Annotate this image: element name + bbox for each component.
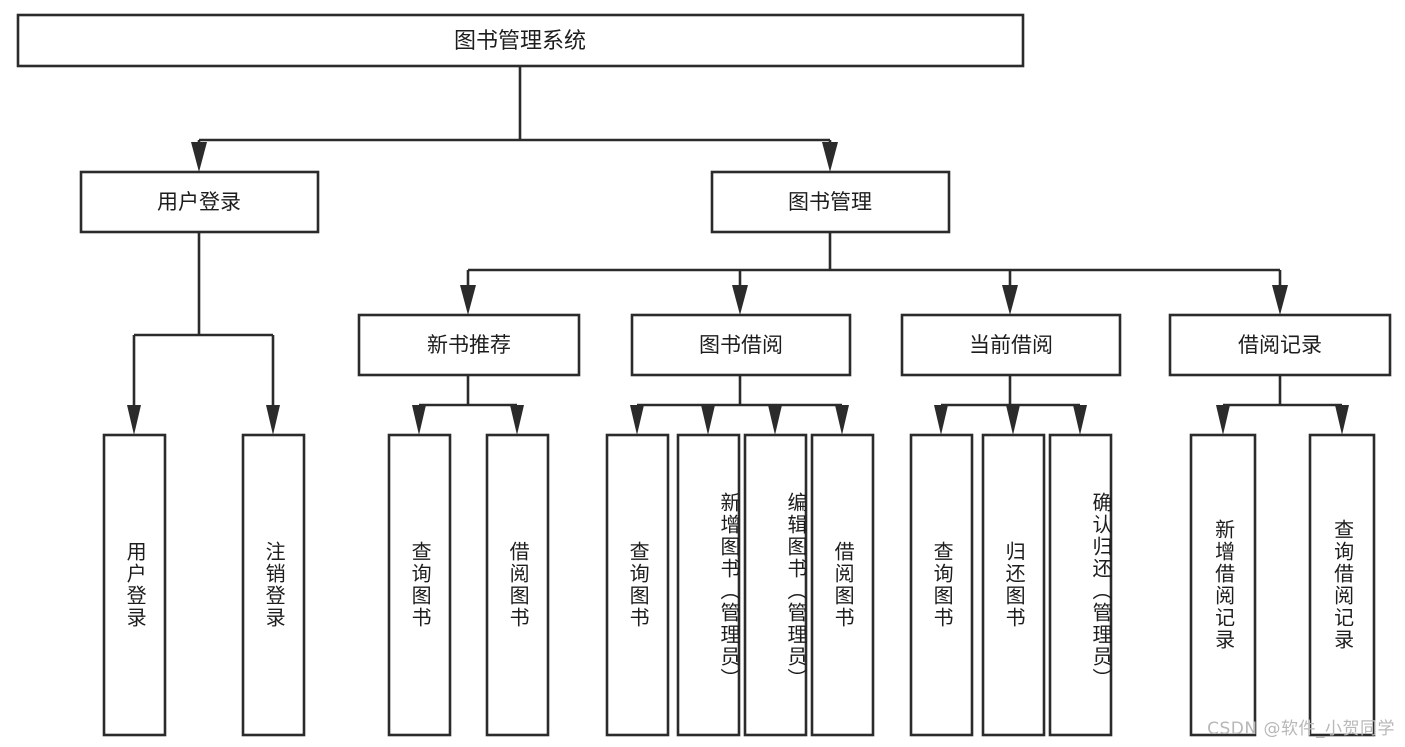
node-box-leaf-user-login[interactable] xyxy=(102,433,167,737)
node-box-leaf-query-book-2[interactable] xyxy=(605,433,670,737)
arrow-head-leaf-user-logout xyxy=(266,405,280,435)
arrow-head-leaf-query-book-2 xyxy=(630,405,644,435)
node-box-root[interactable] xyxy=(16,13,1025,68)
node-box-leaf-query-book-3[interactable] xyxy=(909,433,974,737)
arrow-head-leaf-add-book xyxy=(701,405,715,435)
arrow-head-leaf-confirm-return xyxy=(1073,405,1087,435)
node-box-new-book-recommend[interactable] xyxy=(357,313,581,377)
node-label-current-borrow: 当前借阅 xyxy=(969,333,1053,357)
node-box-leaf-query-borrow-record[interactable] xyxy=(1308,433,1376,737)
arrow-head-current-borrow xyxy=(1002,285,1018,315)
node-box-user-login[interactable] xyxy=(79,170,320,234)
node-box-leaf-user-logout[interactable] xyxy=(241,433,306,737)
node-box-leaf-borrow-book-1[interactable] xyxy=(485,433,550,737)
arrow-head-leaf-user-login xyxy=(127,405,141,435)
node-label-book-borrow: 图书借阅 xyxy=(699,333,783,357)
arrow-head-new-book-recommend xyxy=(460,285,476,315)
node-box-leaf-edit-book[interactable] xyxy=(743,433,808,737)
arrow-head-leaf-query-book-1 xyxy=(412,405,426,435)
arrow-head-leaf-return-book xyxy=(1006,405,1020,435)
arrow-head-leaf-query-book-3 xyxy=(934,405,948,435)
node-box-leaf-add-book[interactable] xyxy=(676,433,741,737)
node-label-book-manage: 图书管理 xyxy=(788,190,872,214)
node-label-user-login: 用户登录 xyxy=(157,190,241,214)
node-box-book-manage[interactable] xyxy=(710,170,951,234)
connector-group xyxy=(127,66,1349,435)
node-label-new-book-recommend: 新书推荐 xyxy=(427,333,511,357)
node-box-leaf-borrow-book-2[interactable] xyxy=(810,433,875,737)
arrow-head-book-manage xyxy=(822,142,838,172)
node-box-borrow-record[interactable] xyxy=(1168,313,1392,377)
watermark-text: CSDN @软件_小贺同学 xyxy=(1207,719,1395,739)
node-box-current-borrow[interactable] xyxy=(900,313,1122,377)
node-box-leaf-confirm-return[interactable] xyxy=(1048,433,1113,737)
arrow-head-book-borrow xyxy=(732,285,748,315)
arrow-head-leaf-borrow-book-2 xyxy=(835,405,849,435)
arrow-head-leaf-edit-book xyxy=(768,405,782,435)
arrow-head-borrow-record xyxy=(1272,285,1288,315)
node-box-leaf-return-book[interactable] xyxy=(981,433,1046,737)
node-box-book-borrow[interactable] xyxy=(630,313,852,377)
node-label-borrow-record: 借阅记录 xyxy=(1238,333,1322,357)
node-box-leaf-add-borrow-record[interactable] xyxy=(1189,433,1257,737)
arrow-head-leaf-add-borrow-record xyxy=(1216,405,1230,435)
arrow-head-leaf-query-borrow-record xyxy=(1335,405,1349,435)
arrow-head-user-login xyxy=(191,142,207,172)
node-label-root: 图书管理系统 xyxy=(454,29,586,54)
node-group: 图书管理系统 用户登录 图书管理 新书推荐 图书借阅 当前借阅 借阅记录 xyxy=(16,13,1392,737)
node-box-leaf-query-book-1[interactable] xyxy=(387,433,452,737)
arrow-head-leaf-borrow-book-1 xyxy=(510,405,524,435)
